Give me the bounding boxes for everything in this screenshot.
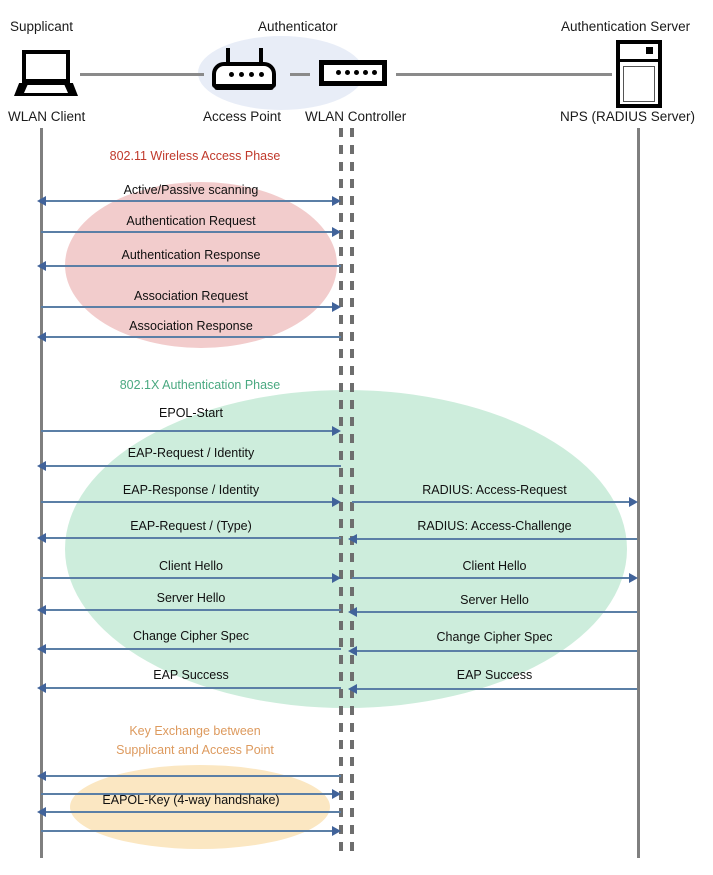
message-label: Client Hello (159, 559, 223, 573)
message-line (356, 611, 637, 613)
message-label: Active/Passive scanning (123, 183, 259, 197)
server-icon (616, 40, 662, 108)
role-label-authenticator: Authenticator (258, 19, 338, 34)
message-label: Association Request (134, 289, 248, 303)
arrow-head-right (332, 302, 341, 312)
message-label: EPOL-Start (159, 406, 223, 420)
phase-ellipse-authentication (65, 390, 627, 708)
message-line (352, 577, 636, 579)
role-label-authentication-server: Authentication Server (561, 19, 691, 34)
message-label: Authentication Response (121, 248, 261, 262)
arrow-head-left (348, 646, 357, 656)
message-line (44, 648, 341, 650)
message-label: EAP-Request / (Type) (130, 519, 252, 533)
arrow-head-right (332, 789, 341, 799)
phase-title-key-exchange-line2: Supplicant and Access Point (116, 743, 274, 757)
lifeline-wlan-controller (350, 128, 354, 858)
message-line (44, 336, 341, 338)
message-line (356, 650, 637, 652)
message-label: EAPOL-Key (4-way handshake) (102, 793, 280, 807)
arrow-head-left (37, 683, 46, 693)
message-line (44, 687, 341, 689)
wlan-controller-icon (319, 60, 387, 86)
message-line (44, 537, 341, 539)
message-line (356, 688, 637, 690)
lifeline-access-point (339, 128, 343, 858)
arrow-head-right (332, 497, 341, 507)
lifeline-supplicant (40, 128, 43, 858)
message-label: Server Hello (460, 593, 529, 607)
phase-title-key-exchange-line1: Key Exchange between (129, 724, 261, 738)
message-line (41, 430, 339, 432)
arrow-head-right (629, 573, 638, 583)
message-line (44, 265, 341, 267)
message-label: Association Response (129, 319, 253, 333)
arrow-head-left (37, 605, 46, 615)
message-line (356, 538, 637, 540)
arrow-head-left (348, 534, 357, 544)
message-line (41, 830, 339, 832)
arrow-head-right (332, 826, 341, 836)
message-line (44, 200, 339, 202)
access-point-icon (212, 48, 276, 92)
node-label-wlan-client: WLAN Client (8, 109, 86, 124)
arrow-head-left (37, 196, 46, 206)
node-label-nps: NPS (RADIUS Server) (560, 109, 696, 124)
message-line (41, 306, 339, 308)
message-line (41, 231, 339, 233)
arrow-head-left (37, 771, 46, 781)
wire-controller-to-server (396, 73, 612, 76)
message-line (44, 609, 341, 611)
arrow-head-left (348, 684, 357, 694)
arrow-head-left (37, 461, 46, 471)
arrow-head-left (348, 607, 357, 617)
phase-title-wireless-access: 802.11 Wireless Access Phase (109, 149, 281, 163)
arrow-head-left (37, 807, 46, 817)
message-label: Change Cipher Spec (132, 629, 250, 643)
message-label: Server Hello (156, 591, 226, 605)
wire-client-to-ap (80, 73, 204, 76)
laptop-icon (14, 50, 78, 96)
phase-title-key-exchange: Key Exchange between Supplicant and Acce… (90, 722, 300, 760)
arrow-head-right (332, 573, 341, 583)
arrow-head-right (332, 426, 341, 436)
message-label: Change Cipher Spec (436, 630, 553, 644)
phase-ellipse-key-exchange (70, 765, 330, 849)
message-line (41, 501, 339, 503)
node-label-access-point: Access Point (203, 109, 282, 124)
message-line (44, 775, 341, 777)
message-label: EAP Success (153, 668, 229, 682)
arrow-head-right (332, 196, 341, 206)
message-label: Authentication Request (126, 214, 256, 228)
phase-title-authentication: 802.1X Authentication Phase (119, 378, 281, 392)
arrow-head-right (629, 497, 638, 507)
message-label: EAP-Response / Identity (122, 483, 260, 497)
message-label: Client Hello (462, 559, 527, 573)
message-label: EAP Success (456, 668, 533, 682)
arrow-head-right (332, 227, 341, 237)
message-line (41, 793, 339, 795)
role-label-supplicant: Supplicant (10, 19, 74, 34)
message-label: RADIUS: Access-Challenge (417, 519, 572, 533)
message-line (44, 811, 341, 813)
message-line (352, 501, 636, 503)
arrow-head-left (37, 533, 46, 543)
message-label: EAP-Request / Identity (127, 446, 255, 460)
message-line (41, 577, 339, 579)
arrow-head-left (37, 332, 46, 342)
message-label: RADIUS: Access-Request (422, 483, 567, 497)
lifeline-authentication-server (637, 128, 640, 858)
node-label-wlan-controller: WLAN Controller (305, 109, 407, 124)
arrow-head-left (37, 644, 46, 654)
wire-ap-to-controller (290, 73, 310, 76)
arrow-head-left (37, 261, 46, 271)
message-line (44, 465, 341, 467)
